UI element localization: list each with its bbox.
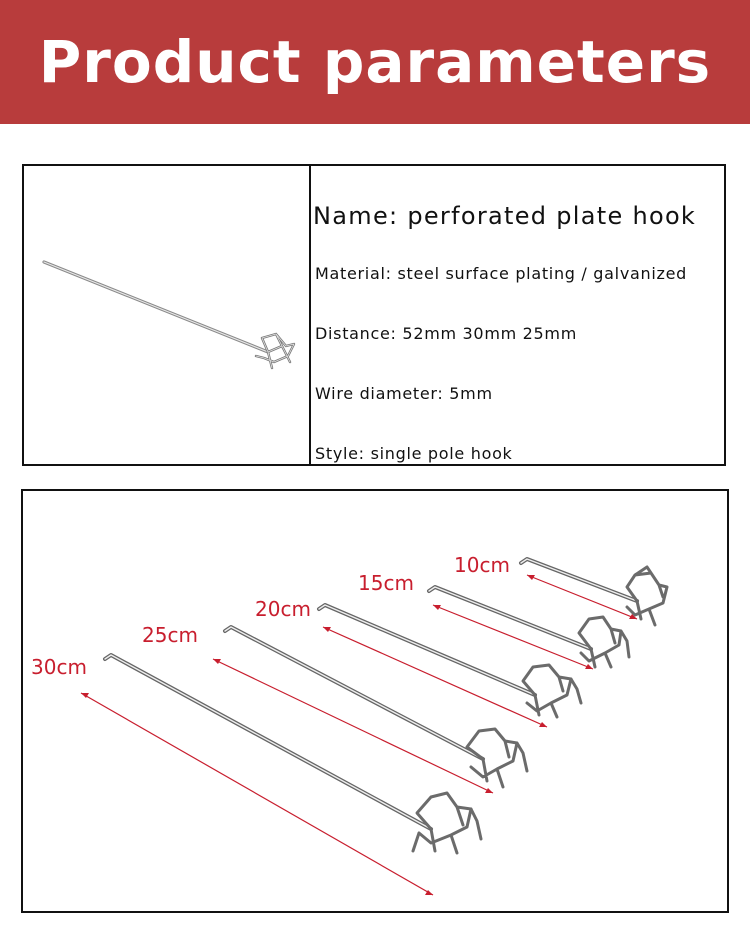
hook-15cm <box>427 585 631 669</box>
spec-material: Material: steel surface plating / galvan… <box>315 264 687 283</box>
size-label-30cm: 30cm <box>31 655 87 679</box>
table-divider <box>309 166 311 464</box>
spec-distance: Distance: 52mm 30mm 25mm <box>315 324 578 343</box>
size-label-15cm: 15cm <box>358 571 414 595</box>
hooks-illustration <box>80 557 669 896</box>
size-comparison-photo: 10cm 15cm 20cm 25cm 30cm <box>21 489 729 913</box>
hook-30cm <box>103 653 483 855</box>
dimension-30cm <box>80 692 434 896</box>
dimension-25cm <box>212 658 494 794</box>
page-title: Product parameters <box>38 28 712 96</box>
size-label-20cm: 20cm <box>255 597 311 621</box>
dimension-arrowheads <box>81 575 637 895</box>
hook-25cm <box>223 625 529 789</box>
spec-wire-diameter: Wire diameter: 5mm <box>315 384 493 403</box>
hook-20cm <box>317 603 583 719</box>
dimension-lines <box>80 574 638 896</box>
dimension-15cm <box>432 604 594 670</box>
dimension-20cm <box>322 626 548 728</box>
dimension-10cm <box>526 574 638 620</box>
hook-product-image <box>42 260 296 370</box>
size-label-10cm: 10cm <box>454 553 510 577</box>
product-name: Name: perforated plate hook <box>313 202 697 230</box>
size-label-25cm: 25cm <box>142 623 198 647</box>
spec-style: Style: single pole hook <box>315 444 513 463</box>
hook-10cm <box>519 557 669 627</box>
header-banner: Product parameters <box>0 0 750 124</box>
spec-table: Name: perforated plate hook Material: st… <box>22 164 726 466</box>
